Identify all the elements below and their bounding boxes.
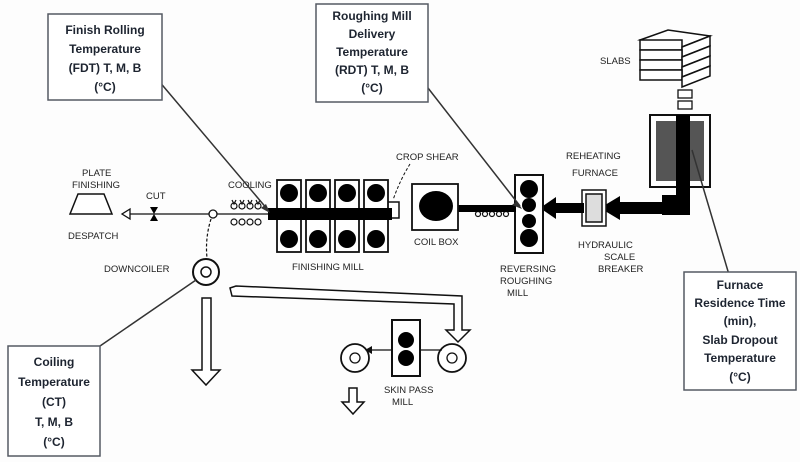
label-cooling: COOLING (228, 180, 272, 191)
callout-leader-arrowheads (261, 201, 522, 213)
roller-table (474, 210, 510, 218)
downcoiler-output-arrow (190, 297, 222, 387)
slabs-stack (637, 29, 713, 89)
callout-ct-line-5: (°C) (43, 435, 64, 449)
label-plate-finishing-1: PLATE (82, 168, 111, 179)
callout-fdt-line-4: (°C) (94, 80, 115, 94)
hydraulic-scale-breaker (581, 189, 607, 227)
skin-pass-mill (340, 319, 467, 377)
callout-rdt-line-2: Delivery (349, 27, 396, 41)
transfer-bar (440, 205, 516, 212)
callout-furnace-line-6: (°C) (729, 370, 750, 384)
run-out-table (120, 207, 268, 221)
label-reversing-2: ROUGHING (500, 276, 552, 287)
callout-ct-line-1: Coiling (34, 355, 75, 369)
label-reheating-1: REHEATING (566, 151, 621, 162)
label-finishing-mill: FINISHING MILL (292, 262, 364, 273)
transfer-arrow (600, 196, 672, 220)
downcoiler (192, 218, 220, 286)
cut-marker (150, 207, 158, 221)
equipment-labels: SLABS PLATE FINISHING CUT COOLING CROP S… (68, 56, 644, 408)
label-hydraulic-1: HYDRAULIC (578, 240, 633, 251)
label-reheating-2: FURNACE (572, 168, 618, 179)
callout-fdt: Finish Rolling Temperature (FDT) T, M, B… (47, 13, 163, 101)
coil-box (411, 183, 459, 231)
label-reversing-3: MILL (507, 288, 528, 299)
callout-furnace-line-4: Slab Dropout (702, 333, 777, 347)
plate-finishing-shape (68, 193, 114, 215)
callout-rdt-line-5: (°C) (361, 81, 382, 95)
callout-ct-line-4: T, M, B (35, 415, 73, 429)
label-despatch: DESPATCH (68, 231, 118, 242)
crop-shear-leader (392, 163, 411, 201)
label-hydraulic-3: BREAKER (598, 264, 644, 275)
callout-ct-line-3: (CT) (42, 395, 66, 409)
callout-furnace-line-2: Residence Time (694, 296, 785, 310)
callout-fdt-line-3: (FDT) T, M, B (69, 61, 142, 75)
strip-arrow-to-roughing (540, 197, 584, 219)
label-coil-box: COIL BOX (414, 237, 459, 248)
label-slabs: SLABS (600, 56, 631, 67)
callout-rdt-line-3: Temperature (336, 45, 408, 59)
label-plate-finishing-2: FINISHING (72, 180, 120, 191)
label-skin-pass-2: MILL (392, 397, 413, 408)
callout-fdt-line-1: Finish Rolling (65, 23, 144, 37)
label-downcoiler: DOWNCOILER (104, 264, 170, 275)
callout-ct-line-2: Temperature (18, 375, 90, 389)
label-reversing-1: REVERSING (500, 264, 556, 275)
label-skin-pass-1: SKIN PASS (384, 385, 433, 396)
label-cut: CUT (146, 191, 166, 202)
cooling-sprays (230, 199, 262, 226)
reheating-furnace (649, 114, 711, 215)
callout-rdt-line-4: (RDT) T, M, B (335, 63, 409, 77)
callout-leaders (99, 79, 731, 347)
reversing-roughing-mill (514, 174, 544, 254)
callout-furnace-line-5: Temperature (704, 351, 776, 365)
callout-rdt: Roughing Mill Delivery Temperature (RDT)… (315, 3, 429, 103)
callout-rdt-line-1: Roughing Mill (332, 9, 411, 23)
callout-furnace-line-1: Furnace (717, 278, 764, 292)
callout-furnace-line-3: (min), (724, 314, 757, 328)
callout-fdt-line-2: Temperature (69, 42, 141, 56)
slab-pieces (677, 89, 693, 110)
skin-pass-route-arrow (229, 285, 472, 344)
callout-ct: Coiling Temperature (CT) T, M, B (°C) (7, 345, 101, 457)
label-crop-shear: CROP SHEAR (396, 152, 459, 163)
skin-pass-output-arrow (340, 387, 366, 416)
finishing-mill (268, 179, 392, 253)
label-hydraulic-2: SCALE (604, 252, 635, 263)
callout-furnace: Furnace Residence Time (min), Slab Dropo… (683, 271, 797, 391)
